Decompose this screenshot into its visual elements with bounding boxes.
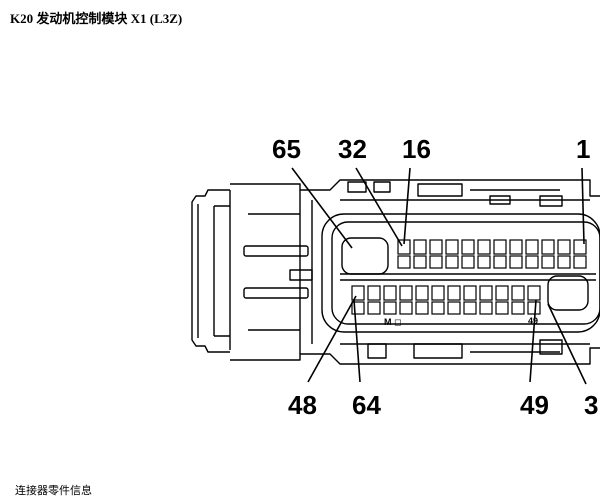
key-cavity-right xyxy=(547,275,589,311)
face-marking-center: M ◻ xyxy=(384,317,401,327)
leader-49 xyxy=(529,299,537,383)
callout-49: 49 xyxy=(520,390,549,420)
pin-row-top xyxy=(397,239,587,269)
callout-64: 64 xyxy=(352,390,381,420)
footer-caption: 连接器零件信息 xyxy=(15,484,92,497)
leader-16 xyxy=(403,167,411,245)
page-title: K20 发动机控制模块 X1 (L3Z) xyxy=(10,11,183,26)
callout-48: 48 xyxy=(288,390,317,420)
leader-48 xyxy=(307,295,357,383)
pin-row-bottom xyxy=(351,285,541,315)
connector-latch xyxy=(191,189,231,353)
callout-65: 65 xyxy=(272,134,301,164)
leader-65 xyxy=(291,167,353,249)
leader-32 xyxy=(355,167,403,247)
callout-leaders xyxy=(291,167,587,385)
leader-64 xyxy=(353,299,361,383)
callout-1: 1 xyxy=(576,134,590,164)
callout-32: 32 xyxy=(338,134,367,164)
connector-face xyxy=(321,213,600,333)
callout-33: 3 xyxy=(584,390,598,420)
face-marking-right: 49 xyxy=(528,316,538,326)
callout-16: 16 xyxy=(402,134,431,164)
leader-1 xyxy=(581,167,585,245)
connector-housing xyxy=(230,179,600,197)
leader-33 xyxy=(547,303,587,385)
